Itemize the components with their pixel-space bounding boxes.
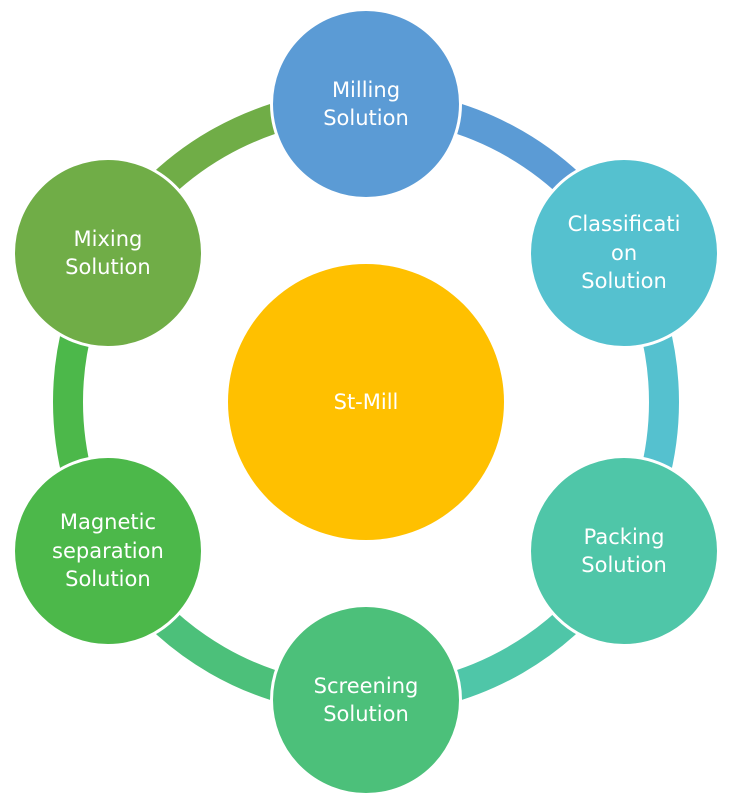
node-screening-solution: Screening Solution xyxy=(270,604,462,796)
node-magnetic-separation-solution: Magnetic separation Solution xyxy=(11,455,204,647)
node-milling-solution: Milling Solution xyxy=(270,8,462,200)
node-mixing-solution: Mixing Solution xyxy=(11,157,204,349)
node-classification-solution: Classificati on Solution xyxy=(528,157,721,349)
node-packing-solution: Packing Solution xyxy=(528,455,721,647)
center-node-st-mill: St-Mill xyxy=(228,264,504,540)
